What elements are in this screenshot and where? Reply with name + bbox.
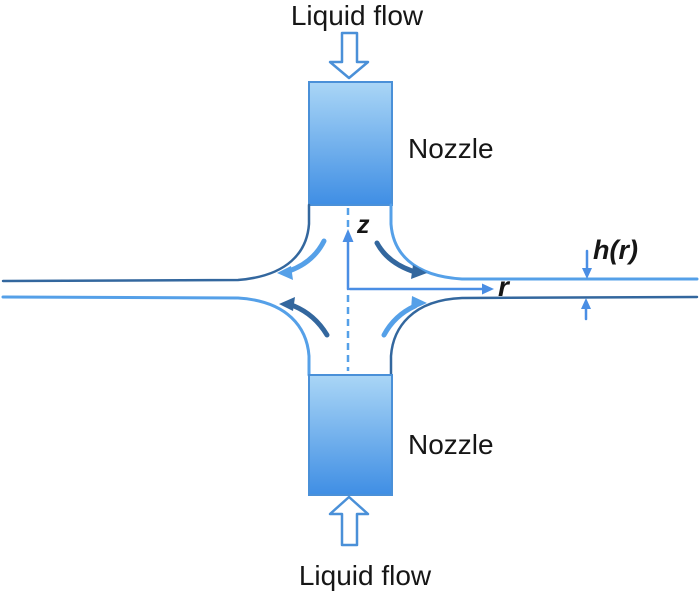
inlet-arrow-down-icon — [328, 31, 370, 80]
flow-arrow-upper-left-curve — [286, 238, 327, 274]
liquid-flow-bottom-label: Liquid flow — [299, 560, 432, 591]
flow-arrow-lower-right-head-icon — [411, 296, 427, 310]
sheet-thickness-label: h(r) — [593, 235, 638, 265]
flow-arrow-upper-right-head-icon — [411, 265, 427, 279]
inlet-arrow-up-icon — [328, 495, 370, 547]
sheet-boundary-upper-left — [1, 203, 311, 283]
nozzle-top-label: Nozzle — [408, 133, 494, 164]
z-axis-arrowhead-icon — [342, 229, 354, 242]
flow-arrow-upper-right-curve — [374, 240, 415, 274]
top-nozzle-body — [308, 81, 393, 206]
flow-arrow-lower-left-curve — [291, 303, 330, 338]
flow-arrow-upper-left-head-icon — [277, 266, 293, 280]
sheet-boundary-lower-right — [389, 295, 699, 377]
thickness-arrow-up-head-icon — [581, 298, 591, 309]
liquid-flow-top-label: Liquid flow — [291, 0, 424, 31]
z-axis-label: z — [356, 211, 370, 239]
r-axis-label: r — [498, 271, 511, 302]
bottom-nozzle-body — [308, 374, 393, 496]
nozzle-bottom-label: Nozzle — [408, 429, 494, 460]
r-axis-arrowhead-icon — [482, 283, 494, 295]
thickness-arrow-down-head-icon — [582, 268, 592, 279]
flow-arrow-lower-left-head-icon — [279, 297, 295, 311]
sheet-boundary-upper-right — [389, 203, 699, 281]
sheet-boundary-lower-left — [1, 295, 311, 377]
